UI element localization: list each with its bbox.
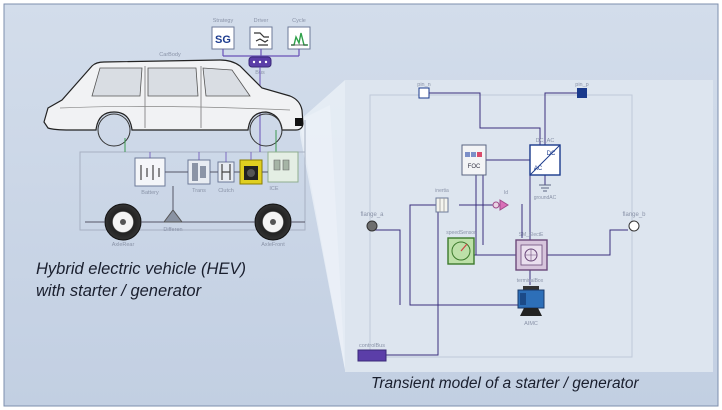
pin-p-icon [577, 88, 587, 98]
controller-wires [222, 49, 300, 57]
pin-n-icon [418, 87, 430, 99]
cycle-label: Cycle [292, 18, 306, 24]
machine-block [515, 239, 548, 271]
inertia-label: inertia [435, 188, 449, 194]
axle-front-label: AxleFront [261, 242, 285, 248]
body-wire [124, 130, 277, 152]
hev-model: SG Strategy Driver Cycle Bus CarBody [43, 18, 311, 248]
trans-label: Trans [192, 188, 206, 194]
zoom-panel [345, 80, 713, 372]
strategy-icon-text: SG [215, 34, 231, 46]
aimc-label: AIMC [524, 321, 538, 327]
foc-block: FOC [461, 144, 487, 176]
flange-b-label: flange_b [622, 212, 646, 218]
differential-label: Differen [163, 227, 182, 233]
speed-sensor-icon [492, 199, 509, 211]
starter-generator-icon [239, 159, 263, 185]
driver-block [249, 26, 273, 50]
ground-icon [539, 184, 551, 192]
foc-text: FOC [468, 164, 481, 170]
front-wheel-icon [254, 203, 292, 241]
angle-sensor-block [447, 237, 475, 265]
dc-ac-inverter-block: DC AC [529, 144, 561, 176]
dcac-label: DC_AC [536, 138, 555, 144]
pin-n-label: pin_n [417, 82, 430, 88]
control-bus-connector [357, 349, 387, 362]
sg-model: pin_n pin_p FOC [357, 82, 646, 362]
differential-icon [163, 209, 183, 223]
ac-text: AC [534, 166, 543, 172]
sg-caption: Transient model of a starter / generator [371, 375, 639, 392]
aimc-icon [517, 286, 545, 316]
axle-shaft [85, 186, 305, 223]
control-bus-label: controlBus [359, 343, 385, 349]
inertia-block [435, 197, 449, 213]
ground-label: groundAC [534, 195, 557, 201]
strategy-block: SG [211, 26, 235, 50]
rear-wheel-icon [104, 203, 142, 241]
ice-block [267, 151, 299, 183]
hev-caption-line2: with starter / generator [36, 282, 202, 300]
axle-rear-label: AxleRear [112, 242, 135, 248]
pin-p-label: pin_p [575, 82, 588, 88]
flange-a-icon [366, 220, 378, 232]
zoom-wedge-highlight [300, 105, 345, 370]
cycle-block [287, 26, 311, 50]
strategy-label: Strategy [213, 18, 234, 24]
sm-label: SM_ElectE [519, 232, 544, 238]
ice-label: ICE [269, 186, 279, 192]
sensor-label: Id [504, 190, 508, 196]
driver-label: Driver [254, 18, 269, 24]
transmission-block [187, 159, 211, 185]
dc-text: DC [547, 151, 556, 157]
battery-label: Battery [141, 190, 159, 196]
flange-b-icon [628, 220, 640, 232]
speed-label: speedSensor [446, 230, 476, 236]
flange-a-label: flange_a [360, 212, 384, 218]
clutch-label: Clutch [218, 188, 234, 194]
terminal-label: terminalBox [517, 278, 544, 284]
bus-taps [149, 152, 252, 162]
hev-caption-line1: Hybrid electric vehicle (HEV) [36, 260, 246, 278]
car-label: CarBody [159, 52, 181, 58]
battery-block [134, 157, 166, 187]
car-body-icon [43, 59, 304, 147]
hev-caption: Hybrid electric vehicle (HEV) with start… [36, 258, 246, 302]
clutch-block [217, 161, 235, 183]
